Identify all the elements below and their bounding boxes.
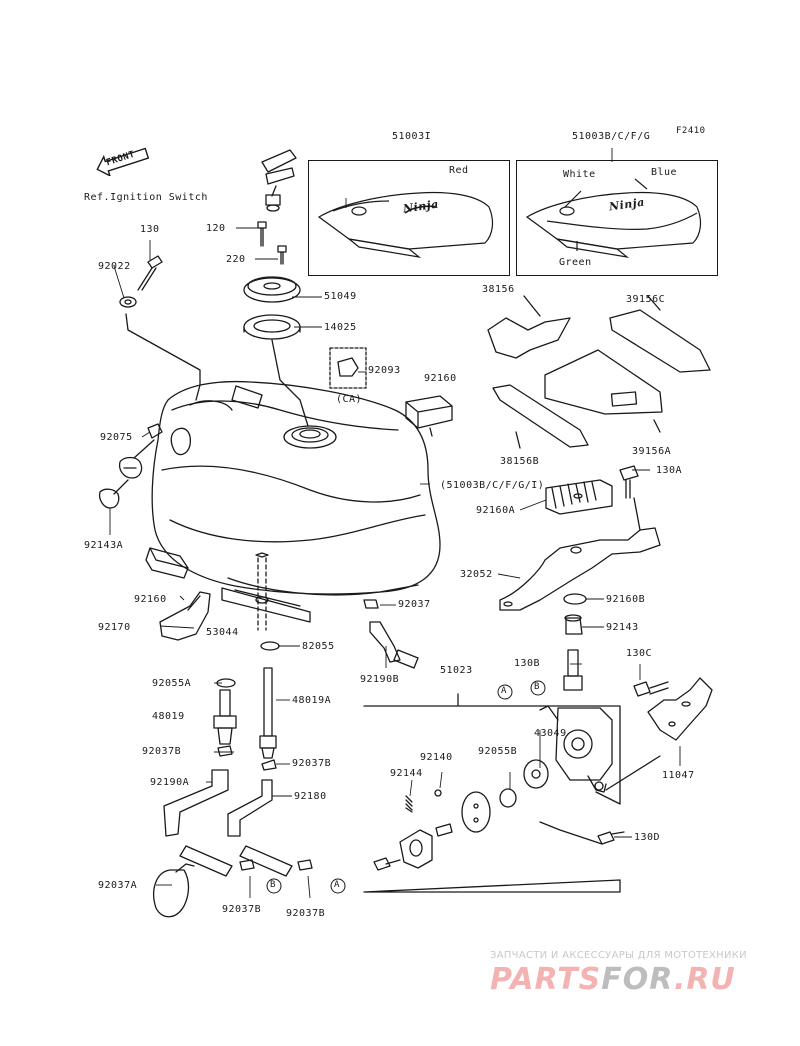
part-label-92143: 92143 xyxy=(606,622,639,633)
part-label-92180: 92180 xyxy=(294,791,327,802)
part-label-130b: 130B xyxy=(514,658,541,669)
part-label-92190b: 92190B xyxy=(360,674,400,685)
part-label-82055: 82055 xyxy=(302,641,335,652)
part-label-130d: 130D xyxy=(634,832,661,843)
color-label-blue: Blue xyxy=(651,167,678,178)
part-label-92037b-upper-right: 92037B xyxy=(292,758,332,769)
part-label-92143a: 92143A xyxy=(84,540,124,551)
part-label-48019: 48019 xyxy=(152,711,185,722)
part-label-120: 120 xyxy=(206,223,226,234)
part-label-53044: 53044 xyxy=(206,627,239,638)
figure-id: F2410 xyxy=(676,126,706,136)
tank-side-view-red xyxy=(317,191,494,258)
watermark-brand-part3: .RU xyxy=(673,962,736,997)
part-label-92160-left: 92160 xyxy=(134,594,167,605)
tank-side-view-blue xyxy=(525,178,702,258)
color-label-white: White xyxy=(563,169,596,180)
part-label-92190a: 92190A xyxy=(150,777,190,788)
callout-b-bottom: B xyxy=(270,880,276,890)
part-label-92037b-lower-right: 92037B xyxy=(286,908,326,919)
part-label-51023: 51023 xyxy=(440,665,473,676)
part-label-92144: 92144 xyxy=(390,768,423,779)
part-label-92160b: 92160B xyxy=(606,594,646,605)
part-label-220: 220 xyxy=(226,254,246,265)
part-label-92170: 92170 xyxy=(98,622,131,633)
part-label-92093: 92093 xyxy=(368,365,401,376)
part-label-92037b-upper-left: 92037B xyxy=(142,746,182,757)
part-label-92037a: 92037A xyxy=(98,880,138,891)
variant-box-51003bcfg: Ninja White Blue Green xyxy=(516,160,718,276)
part-label-92140: 92140 xyxy=(420,752,453,763)
callout-b-top: B xyxy=(534,682,540,692)
variant-code-left: 51003I xyxy=(392,131,432,142)
part-label-11047: 11047 xyxy=(662,770,695,781)
part-label-ca: (CA) xyxy=(336,394,363,405)
part-label-39156a: 39156A xyxy=(632,446,672,457)
part-label-130: 130 xyxy=(140,224,160,235)
watermark-brand-part2: FOR xyxy=(601,962,674,997)
part-label-92075: 92075 xyxy=(100,432,133,443)
part-label-92037: 92037 xyxy=(398,599,431,610)
watermark-tagline: ЗАПЧАСТИ И АКСЕССУАРЫ ДЛЯ МОТОТЕХНИКИ xyxy=(490,950,747,961)
variant-code-right: 51003B/C/F/G xyxy=(572,131,651,142)
part-label-39156c: 39156C xyxy=(626,294,666,305)
part-label-92037b-lower-left: 92037B xyxy=(222,904,262,915)
part-label-38156: 38156 xyxy=(482,284,515,295)
ref-ignition-switch-label: Ref.Ignition Switch xyxy=(84,192,208,203)
part-label-130c: 130C xyxy=(626,648,653,659)
watermark-brand-part1: PARTS xyxy=(490,962,602,997)
part-label-92160-top: 92160 xyxy=(424,373,457,384)
part-label-51049: 51049 xyxy=(324,291,357,302)
color-label-red: Red xyxy=(449,165,469,176)
part-label-92160a: 92160A xyxy=(476,505,516,516)
part-label-32052: 32052 xyxy=(460,569,493,580)
part-label-14025: 14025 xyxy=(324,322,357,333)
part-label-130a: 130A xyxy=(656,465,683,476)
variant-box-51003i: Ninja Red xyxy=(308,160,510,276)
callout-a-top: A xyxy=(501,686,507,696)
part-label-92022: 92022 xyxy=(98,261,131,272)
part-label-92055a: 92055A xyxy=(152,678,192,689)
color-label-green: Green xyxy=(559,257,592,268)
watermark-brand: PARTSFOR.RU xyxy=(490,962,736,997)
part-label-38156b: 38156B xyxy=(500,456,540,467)
part-label-92055b: 92055B xyxy=(478,746,518,757)
fuel-tank-outline xyxy=(151,380,441,595)
part-label-tank: (51003B/C/F/G/I) xyxy=(440,480,545,491)
part-label-43049: 43049 xyxy=(534,728,567,739)
part-label-48019a: 48019A xyxy=(292,695,332,706)
callout-a-bottom: A xyxy=(334,880,340,890)
front-direction-arrow xyxy=(96,147,150,176)
